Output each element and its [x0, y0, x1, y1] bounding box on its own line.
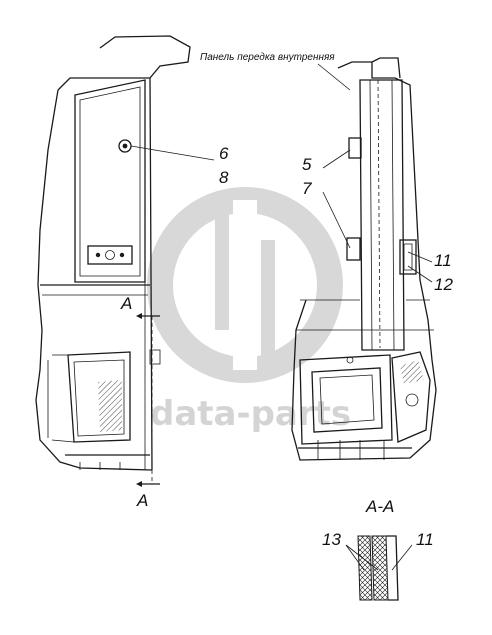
callout-11-section: 11 [416, 530, 434, 549]
callout-leaders [130, 145, 433, 283]
callout-13: 13 [322, 530, 341, 549]
section-cut-marks: A A [120, 294, 160, 510]
callout-7: 7 [302, 179, 312, 198]
section-mark-bottom: A [136, 491, 148, 510]
panel-caption: Панель передка внутренняя [200, 52, 335, 63]
watermark-logo [147, 187, 343, 383]
watermark-text: data-parts [150, 394, 351, 434]
callout-6: 6 [219, 144, 229, 163]
callout-8: 8 [219, 168, 229, 187]
caption-leader [317, 63, 351, 91]
section-title: A-A [365, 497, 394, 516]
right-cab-inner-view [291, 57, 437, 461]
callout-5: 5 [302, 155, 312, 174]
callout-11: 11 [434, 251, 452, 270]
left-cab-outer-view [35, 35, 191, 471]
section-a-a-detail: A-A 13 11 [322, 497, 434, 601]
section-mark-top: A [120, 294, 132, 313]
callout-12: 12 [434, 275, 453, 294]
